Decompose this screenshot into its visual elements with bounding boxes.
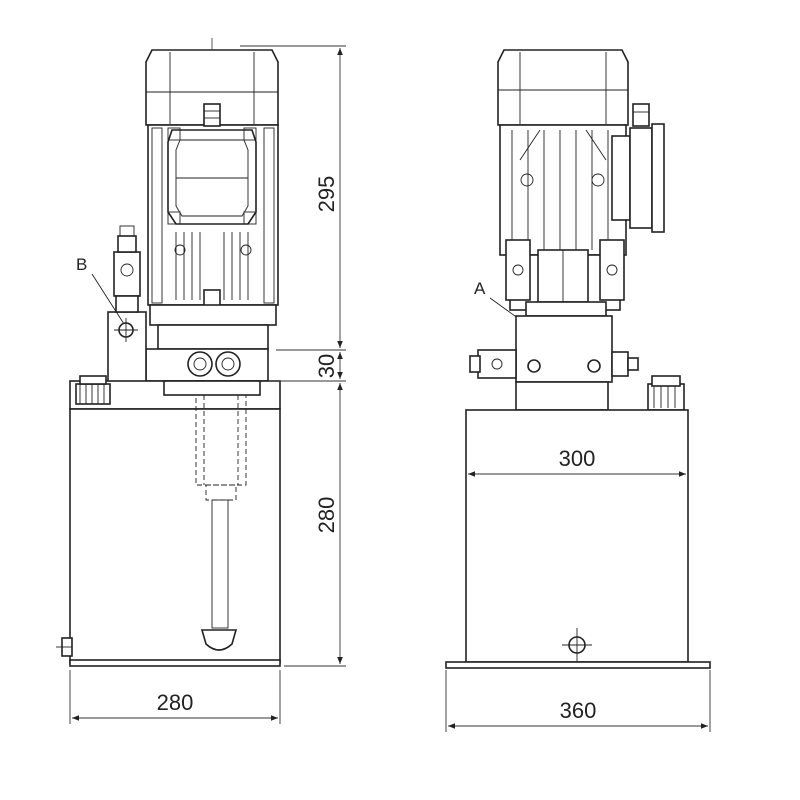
side-filler-cap bbox=[647, 375, 685, 411]
front-tank bbox=[69, 408, 281, 664]
side-tank bbox=[465, 409, 689, 663]
front-valve-b bbox=[107, 225, 147, 383]
front-drain-plug bbox=[56, 637, 73, 657]
dim-side-tank-width-text: 300 bbox=[559, 446, 596, 471]
front-suction-pipe bbox=[200, 499, 238, 651]
label-a: A bbox=[474, 279, 486, 298]
front-view: B bbox=[56, 38, 346, 724]
dim-side-base-width: 360 bbox=[445, 670, 711, 732]
side-manifold bbox=[469, 315, 639, 411]
front-tank-base bbox=[69, 659, 281, 667]
dim-side-tank-width: 300 bbox=[468, 446, 686, 477]
side-base bbox=[445, 661, 711, 669]
front-motor bbox=[145, 49, 279, 327]
label-b: B bbox=[76, 255, 87, 274]
side-drain-plug bbox=[562, 628, 592, 662]
side-view: A bbox=[445, 49, 711, 732]
dim-front-width-text: 280 bbox=[157, 690, 194, 715]
side-valves bbox=[505, 239, 625, 317]
dim-block-height-text: 30 bbox=[314, 354, 339, 378]
dim-motor-height-text: 295 bbox=[314, 176, 339, 213]
dim-tank-height-text: 280 bbox=[314, 497, 339, 534]
front-flange bbox=[145, 304, 277, 382]
dim-front-width: 280 bbox=[69, 670, 281, 724]
dim-front-heights: 295 30 280 bbox=[240, 45, 346, 667]
leader-b bbox=[91, 273, 125, 325]
side-motor bbox=[497, 49, 665, 256]
front-tank-top bbox=[69, 375, 281, 410]
dim-side-base-width-text: 360 bbox=[560, 698, 597, 723]
